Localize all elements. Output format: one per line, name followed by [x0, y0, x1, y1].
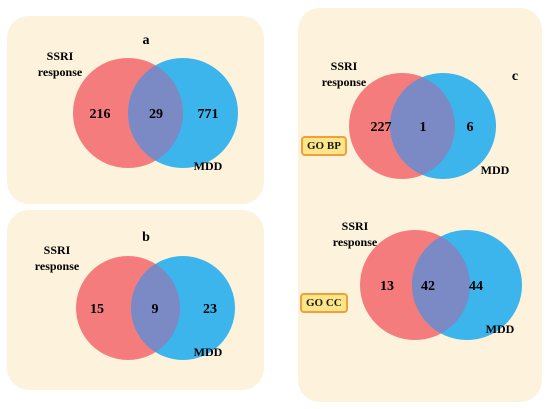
venn-c-cc-right-count: 44 — [469, 279, 483, 294]
venn-a-mdd-label: MDD — [194, 159, 223, 173]
venn-c-cc-ssri-label: SSRI — [342, 219, 369, 233]
venn-c-bp-overlap — [390, 73, 455, 179]
venn-c-cc-ssri-label-2: response — [333, 235, 378, 249]
venn-b-left-count: 15 — [90, 302, 104, 317]
venn-c-bp: c SSRI response 227 1 6 MDD — [322, 59, 518, 179]
panel-c-letter: c — [512, 69, 518, 84]
go-cc-tag: GO CC — [300, 293, 348, 313]
venn-c-cc-shared-count: 42 — [421, 279, 435, 294]
venn-b-overlap — [131, 256, 180, 360]
venn-c-cc-mdd-label: MDD — [486, 322, 515, 336]
venn-a: a SSRI response 216 29 771 MDD — [38, 33, 238, 173]
venn-b: b SSRI response 15 9 23 MDD — [35, 230, 235, 360]
panel-a-letter: a — [143, 33, 150, 48]
venn-b-right-count: 23 — [203, 302, 217, 317]
venn-b-mdd-label: MDD — [194, 345, 223, 359]
venn-a-shared-count: 29 — [149, 107, 163, 122]
venn-c-cc: SSRI response 13 42 44 MDD — [333, 219, 522, 340]
venn-b-ssri-label-2: response — [35, 259, 80, 273]
venn-a-ssri-label: SSRI — [47, 49, 74, 63]
venn-a-ssri-label-2: response — [38, 65, 83, 79]
venn-c-bp-left-count: 227 — [371, 120, 392, 135]
venn-c-bp-mdd-label: MDD — [481, 163, 510, 177]
venn-c-bp-right-count: 6 — [467, 120, 474, 135]
venn-c-cc-left-count: 13 — [380, 279, 394, 294]
venn-c-bp-ssri-label-2: response — [322, 75, 367, 89]
venn-a-left-count: 216 — [90, 107, 111, 122]
venn-c-bp-ssri-label: SSRI — [331, 59, 358, 73]
go-bp-tag: GO BP — [301, 136, 347, 156]
venn-a-overlap — [128, 58, 183, 168]
venn-c-cc-overlap — [412, 230, 470, 340]
venn-a-right-count: 771 — [198, 107, 219, 122]
panel-b-letter: b — [142, 230, 150, 245]
venn-c-bp-shared-count: 1 — [420, 120, 427, 135]
venn-b-ssri-label: SSRI — [44, 243, 71, 257]
venn-b-shared-count: 9 — [152, 302, 159, 317]
